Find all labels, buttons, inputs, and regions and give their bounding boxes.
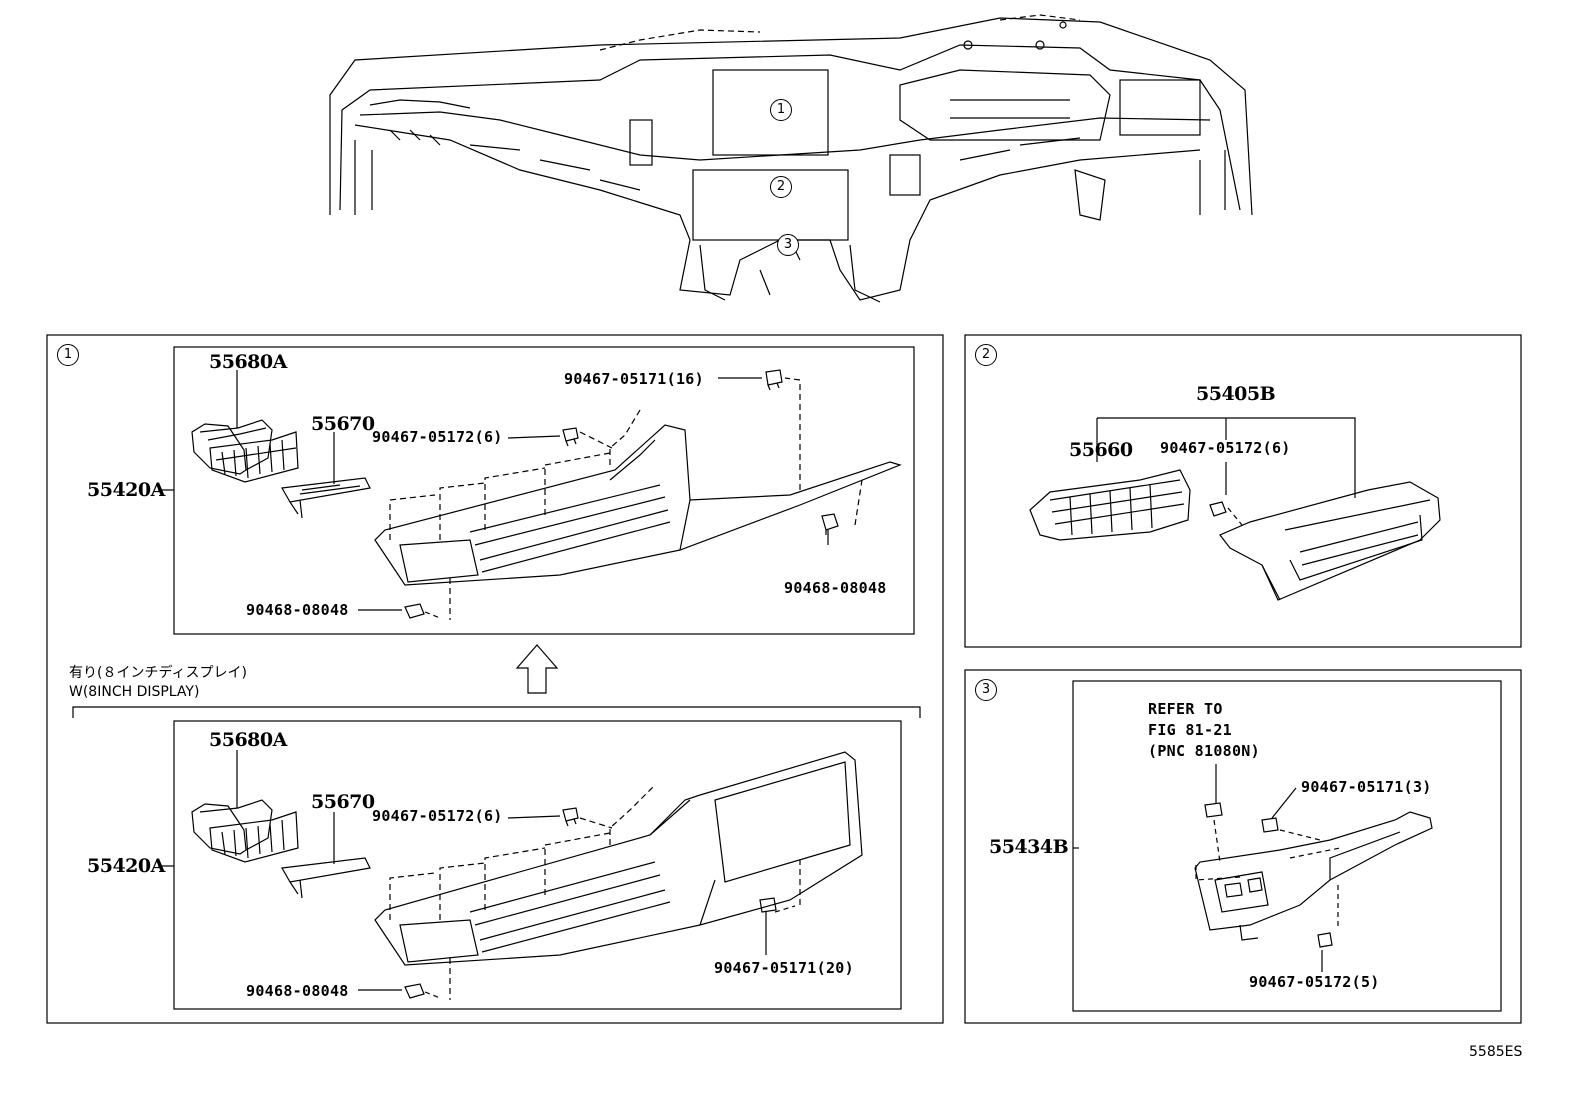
p3-clip-a: 90467-05171(3) (1301, 778, 1432, 796)
p3-refer-line-3: (PNC 81080N) (1148, 742, 1260, 760)
panel-1-top-leaders (158, 370, 829, 611)
p1-bottom-clip-b: 90467-05171(20) (714, 959, 854, 977)
p3-assembly-part: 55434B (989, 836, 1069, 858)
panel-2-index: 2 (975, 344, 997, 366)
p3-refer-line-2: FIG 81-21 (1148, 721, 1232, 739)
p1-top-vent-part: 55680A (209, 351, 287, 373)
panel-3-drawing (1073, 764, 1433, 972)
overview-callout-3: 3 (777, 234, 799, 256)
panel-1-index: 1 (57, 344, 79, 366)
panel-3-index: 3 (975, 679, 997, 701)
panel-3-frame (964, 669, 1522, 1024)
p1-bottom-assembly-part: 55420A (87, 855, 165, 877)
dashboard-overview (329, 14, 1253, 303)
overview-callout-1: 1 (770, 99, 792, 121)
p1-top-assembly-part: 55420A (87, 479, 165, 501)
panel-1-top-drawing (191, 369, 902, 620)
p1-top-clip-b: 90467-05171(16) (564, 370, 704, 388)
p2-vent-part: 55660 (1069, 439, 1133, 461)
variant-note-jp: 有り(８インチディスプレイ) (69, 665, 247, 681)
panel-1-bottom-leaders (158, 750, 767, 991)
p2-clip-a: 90467-05172(6) (1160, 439, 1291, 457)
p1-bottom-clip-c: 90468-08048 (246, 982, 349, 1000)
up-arrow (515, 644, 559, 694)
p3-clip-b: 90467-05172(5) (1249, 973, 1380, 991)
p1-top-clip-d: 90468-08048 (246, 601, 349, 619)
panel-1-bottom-drawing (191, 751, 863, 1000)
p3-refer-line-1: REFER TO (1148, 700, 1223, 718)
p1-top-clip-a: 90467-05172(6) (372, 428, 503, 446)
panel-2-frame (964, 334, 1522, 648)
variant-note-en: W(8INCH DISPLAY) (69, 684, 200, 700)
p1-top-clip-c: 90468-08048 (784, 579, 887, 597)
panel-3-inner-box (1072, 680, 1502, 1012)
overview-callout-2: 2 (770, 176, 792, 198)
p1-bottom-bracket-part: 55670 (311, 791, 375, 813)
p1-bottom-vent-part: 55680A (209, 729, 287, 751)
variant-bracket (72, 706, 921, 718)
panel-1-frame (46, 334, 944, 1024)
panel-2-drawing (1029, 417, 1441, 601)
p1-bottom-clip-a: 90467-05172(6) (372, 807, 503, 825)
figure-code: 5585ES (1469, 1044, 1523, 1060)
p1-top-bracket-part: 55670 (311, 413, 375, 435)
p2-assembly-part: 55405B (1196, 383, 1276, 405)
panel-1-bottom-box (173, 720, 902, 1010)
